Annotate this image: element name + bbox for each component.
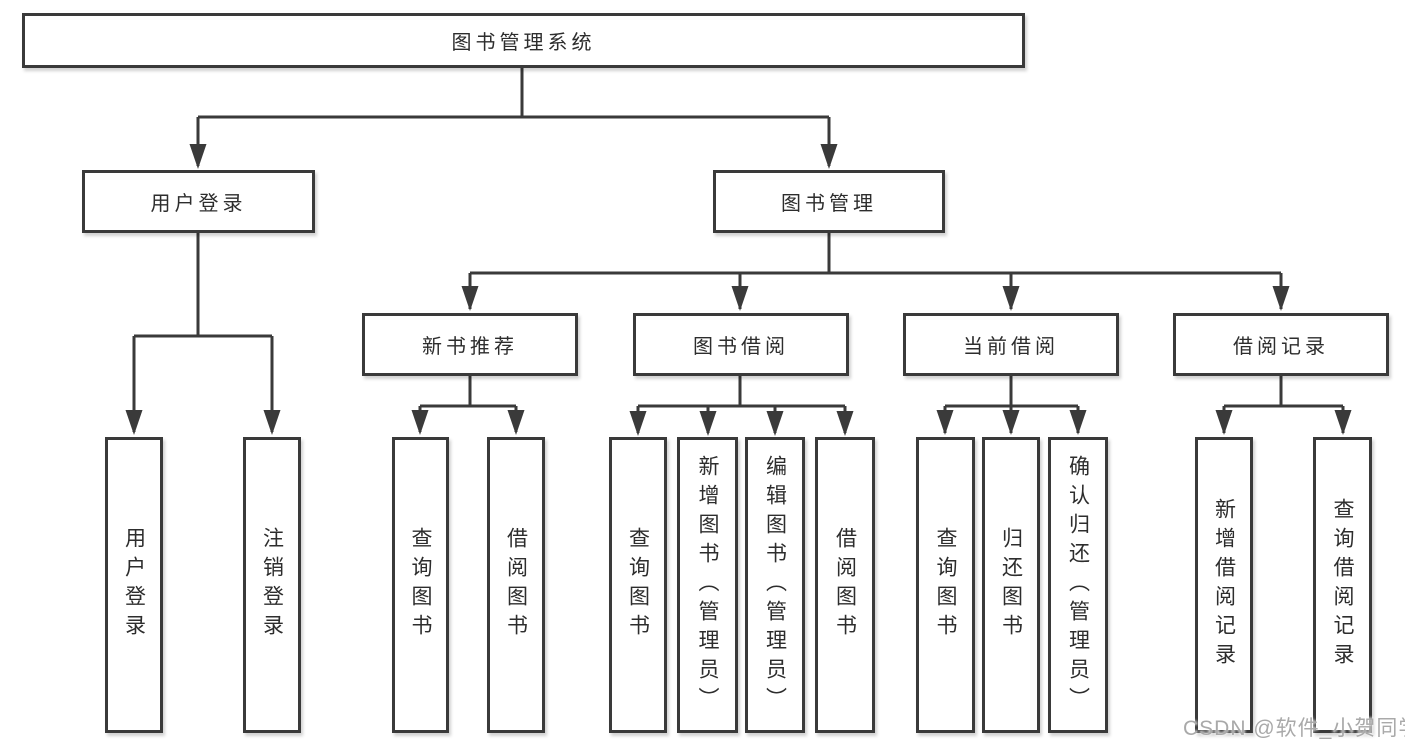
leaf-query-books-recommend: 查询图书 [392, 437, 449, 733]
leaf-user-login: 用户登录 [105, 437, 163, 733]
node-borrow-records: 借阅记录 [1173, 313, 1389, 376]
node-user-login: 用户登录 [82, 170, 315, 233]
leaf-add-books-admin: 新增图书（管理员） [677, 437, 738, 733]
leaf-add-borrow-record: 新增借阅记录 [1195, 437, 1253, 733]
leaf-query-books-borrowing: 查询图书 [609, 437, 667, 733]
leaf-borrow-books-borrowing: 借阅图书 [815, 437, 875, 733]
node-library-system: 图书管理系统 [22, 13, 1025, 68]
leaf-query-borrow-record: 查询借阅记录 [1313, 437, 1372, 733]
node-current-borrowing: 当前借阅 [903, 313, 1119, 376]
leaf-query-books-current: 查询图书 [916, 437, 975, 733]
csdn-watermark: CSDN @软件_小贺同学 [1183, 717, 1405, 740]
leaf-return-books: 归还图书 [982, 437, 1040, 733]
leaf-edit-books-admin: 编辑图书（管理员） [745, 437, 805, 733]
node-book-borrowing: 图书借阅 [633, 313, 849, 376]
node-new-book-recommend: 新书推荐 [362, 313, 578, 376]
leaf-logout: 注销登录 [243, 437, 301, 733]
leaf-borrow-books-recommend: 借阅图书 [487, 437, 545, 733]
leaf-confirm-return-admin: 确认归还（管理员） [1048, 437, 1108, 733]
node-book-management: 图书管理 [713, 170, 945, 233]
